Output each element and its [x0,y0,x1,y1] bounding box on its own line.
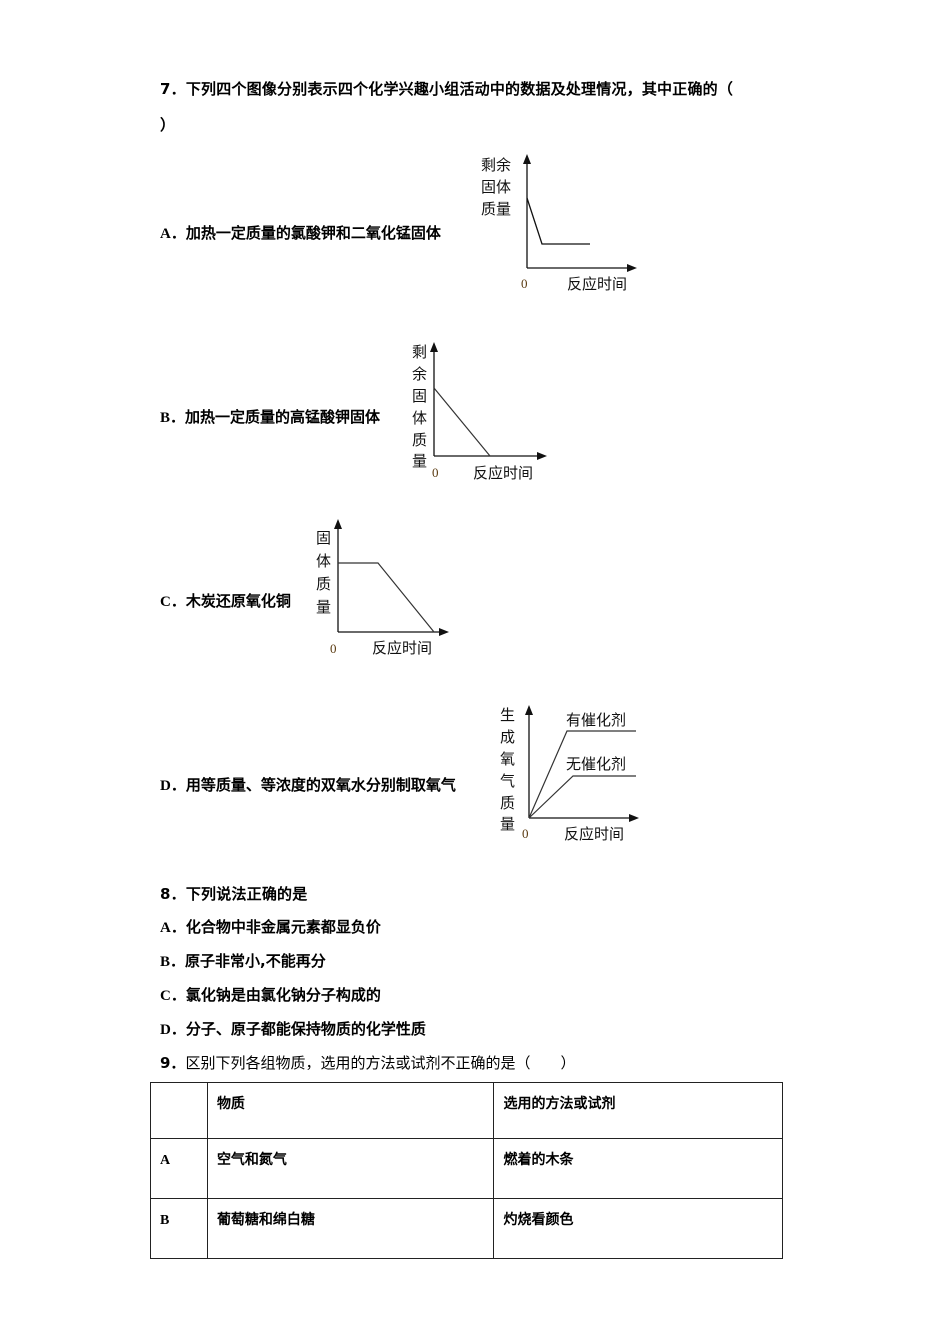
chart-c-xlabel: 反应时间 [372,639,433,657]
option-letter: C． [160,594,186,610]
chart-d-ylabel-char: 成 [500,728,516,746]
chart-a-origin: 0 [521,276,528,291]
chart-c-ylabel-char: 质 [316,575,332,593]
option-letter: C． [160,988,186,1004]
option-text: 分子、原子都能保持物质的化学性质 [185,1020,426,1038]
q8-stem: 8．下列说法正确的是 [160,883,307,904]
table-cell-substance: 葡萄糖和绵白糖 [206,1198,495,1259]
q7-stem: 下列四个图像分别表示四个化学兴趣小组活动中的数据及处理情况，其中正确的（ [185,80,734,98]
table-header-cell [150,1082,208,1139]
option-text: 加热一定质量的氯酸钾和二氧化锰固体 [185,224,441,242]
chart-b-origin: 0 [432,465,439,480]
table-cell-substance: 空气和氮气 [206,1138,495,1199]
q8-option-a[interactable]: A．化合物中非金属元素都显负价 [160,916,381,937]
option-text: 化合物中非金属元素都显负价 [185,918,381,936]
chart-b-ylabel-char: 剩 [412,343,428,361]
chart-d-ylabel-char: 生 [500,706,516,724]
q9-table: 物质 选用的方法或试剂 A 空气和氮气 燃着的木条 B 葡萄糖和绵白糖 灼烧看颜… [150,1082,783,1259]
option-letter: A． [160,920,186,936]
table-cell-option: B [150,1198,208,1259]
table-row: A 空气和氮气 燃着的木条 [150,1138,783,1199]
table-header-cell: 选用的方法或试剂 [493,1082,783,1139]
chart-b-xlabel: 反应时间 [473,464,534,482]
chart-d-series-label-catalyst: 有催化剂 [566,711,627,729]
table-cell-method: 灼烧看颜色 [493,1198,783,1259]
chart-d-xlabel: 反应时间 [564,825,625,843]
q7-stem-line1: 7．下列四个图像分别表示四个化学兴趣小组活动中的数据及处理情况，其中正确的（ [160,78,733,99]
chart-b-ylabel-char: 体 [412,409,428,427]
q7-option-d[interactable]: D．用等质量、等浓度的双氧水分别制取氧气 [160,774,456,795]
chart-b-ylabel-char: 质 [412,431,428,449]
option-text: 氯化钠是由氯化钠分子构成的 [185,986,381,1004]
option-text: 加热一定质量的高锰酸钾固体 [185,408,381,426]
table-cell-method: 燃着的木条 [493,1138,783,1199]
q9-stem-text: 区别下列各组物质，选用的方法或试剂不正确的是（ ） [185,1054,576,1072]
chart-d-ylabel-char: 质 [500,794,516,812]
q7-stem-line2: ） [160,116,176,134]
q8-option-d[interactable]: D．分子、原子都能保持物质的化学性质 [160,1018,426,1039]
chart-a-ylabel-3: 质量 [481,200,512,218]
chart-d-ylabel-char: 气 [500,772,516,790]
chart-d-ylabel-char: 氧 [500,750,516,768]
q7-number: 7． [160,80,186,98]
chart-b-ylabel-char: 量 [412,452,428,470]
chart-a-xlabel: 反应时间 [567,275,628,293]
option-letter: D． [160,1022,186,1038]
chart-d-ylabel-char: 量 [500,815,516,833]
chart-b-ylabel-char: 余 [412,365,428,383]
q7-option-c[interactable]: C．木炭还原氧化铜 [160,590,291,611]
option-letter: D． [160,778,186,794]
chart-d-origin: 0 [522,826,529,841]
q8-option-c[interactable]: C．氯化钠是由氯化钠分子构成的 [160,984,381,1005]
option-text: 木炭还原氧化铜 [185,592,291,610]
q8-stem-text: 下列说法正确的是 [185,885,308,903]
q9-stem: 9．区别下列各组物质，选用的方法或试剂不正确的是（ ） [160,1052,575,1073]
chart-a-ylabel-1: 剩余 [481,156,512,174]
option-letter: B． [160,954,186,970]
q8-option-b[interactable]: B．原子非常小,不能再分 [160,950,326,971]
q9-number: 9． [160,1054,186,1072]
chart-c-origin: 0 [330,641,337,656]
q8-number: 8． [160,885,186,903]
option-letter: B． [160,410,186,426]
chart-c-ylabel-char: 量 [316,598,332,616]
table-header-cell: 物质 [206,1082,495,1139]
chart-d-series-label-no-catalyst: 无催化剂 [566,755,627,773]
chart-b-ylabel-char: 固 [412,387,428,405]
table-row: B 葡萄糖和绵白糖 灼烧看颜色 [150,1198,783,1259]
q7-option-a[interactable]: A．加热一定质量的氯酸钾和二氧化锰固体 [160,222,441,243]
q7-option-b[interactable]: B．加热一定质量的高锰酸钾固体 [160,406,380,427]
table-cell-option: A [150,1138,208,1199]
option-text: 用等质量、等浓度的双氧水分别制取氧气 [185,776,456,794]
option-text: 原子非常小,不能再分 [185,952,326,970]
chart-c-ylabel-char: 固 [316,529,332,547]
chart-c-ylabel-char: 体 [316,552,332,570]
table-header-row: 物质 选用的方法或试剂 [150,1082,783,1139]
chart-a-ylabel-2: 固体 [481,178,512,196]
option-letter: A． [160,226,186,242]
